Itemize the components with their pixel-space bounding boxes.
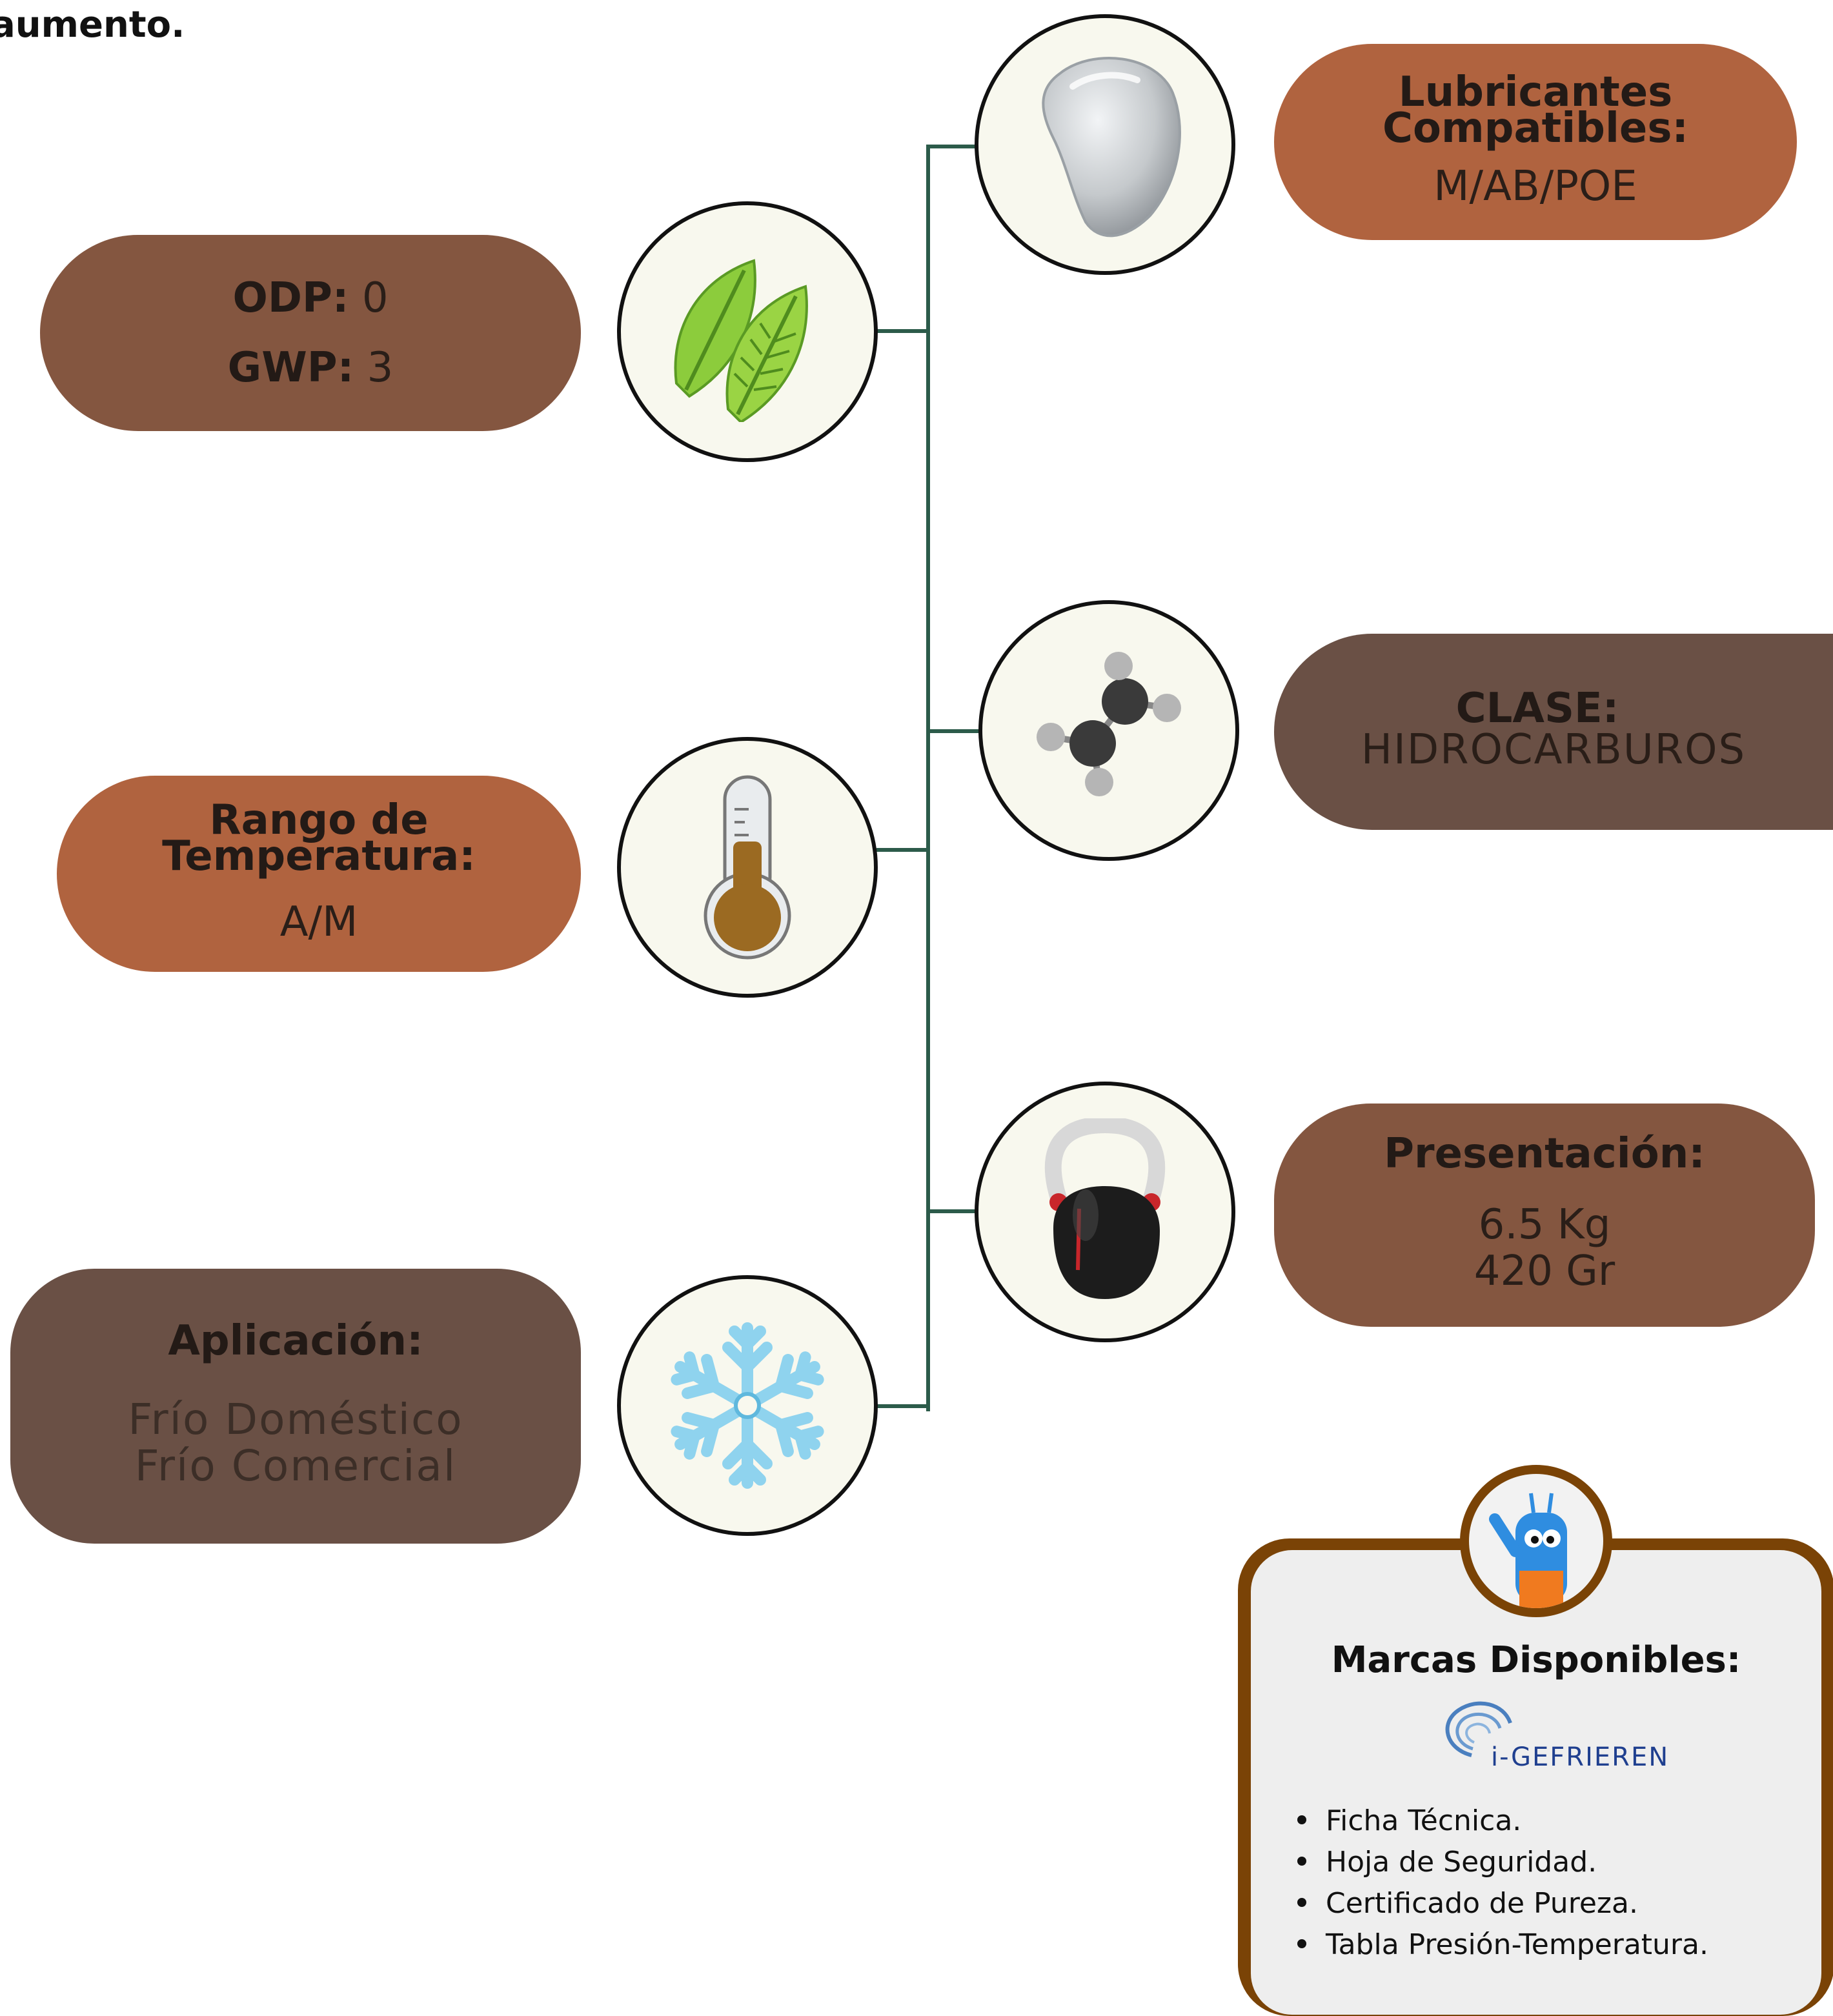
connector-snowflake [876,1404,928,1408]
molecule-icon [1025,647,1193,814]
snowflake-icon [657,1315,838,1496]
connector-trunk [926,145,930,1411]
connector-molecule [926,729,984,733]
connector-oil [926,145,984,148]
odp-line: ODP: 0 [232,263,388,333]
list-item: Hoja de Seguridad. [1297,1842,1708,1883]
temperature-label-1: Rango de [209,796,429,844]
bullet-icon [1297,1815,1306,1824]
list-item: Certificado de Pureza. [1297,1883,1708,1924]
application-value-2: Frío Comercial [134,1441,457,1491]
presentation-value-2: 420 Gr [1473,1247,1615,1295]
molecule-circle [978,600,1239,861]
temperature-pill: Rango de Temperatura: A/M [57,776,581,972]
list-item: Ficha Técnica. [1297,1800,1708,1842]
mascot-avatar [1469,1474,1603,1608]
kettlebell-icon [1028,1118,1182,1305]
class-label: CLASE: [1455,685,1619,732]
kettlebell-circle [975,1082,1235,1342]
thermometer-circle [617,737,878,998]
application-value-1: Frío Doméstico [128,1395,463,1444]
presentation-value-1: 6.5 Kg [1478,1201,1611,1249]
gwp-line: GWP: 3 [228,333,394,403]
odp-value: 0 [361,274,389,322]
brand-logo [1433,1697,1665,1775]
application-pill: Aplicación: Frío Doméstico Frío Comercia… [10,1269,581,1544]
environmental-pill: ODP: 0 GWP: 3 [40,235,581,431]
lubricants-pill: Lubricantes Compatibles: M/AB/POE [1274,44,1797,240]
leaf-circle [617,201,878,462]
oil-drop-circle [975,14,1235,275]
lubricants-value: M/AB/POE [1433,163,1637,210]
gwp-label: GWP: [227,344,354,392]
bullet-icon [1297,1898,1306,1907]
oil-drop-icon [1021,48,1189,241]
header-text: aumento. [0,4,185,46]
presentation-pill: Presentación: 6.5 Kg 420 Gr [1274,1104,1815,1327]
thermometer-icon [689,771,805,964]
connector-thermometer [876,848,928,852]
brands-card [1251,1550,1821,2015]
presentation-label: Presentación: [1384,1130,1705,1178]
brand-swirl-icon [1433,1701,1523,1771]
mascot-icon [1469,1493,1603,1608]
documents-list: Ficha Técnica. Hoja de Seguridad. Certif… [1297,1800,1708,1966]
class-value: HIDROCARBUROS [1361,726,1747,774]
odp-label: ODP: [232,274,349,322]
snowflake-circle [617,1275,878,1536]
lubricants-label-2: Compatibles: [1382,105,1688,152]
list-item: Tabla Presión-Temperatura. [1297,1924,1708,1966]
bullet-icon [1297,1939,1306,1948]
brands-card-title: Marcas Disponibles: [1331,1639,1741,1681]
bullet-icon [1297,1857,1306,1866]
temperature-label-2: Temperatura: [162,832,476,880]
lubricants-label-1: Lubricantes [1398,68,1673,116]
gwp-value: 3 [367,344,394,392]
connector-leaf [876,329,928,333]
leaf-icon [657,241,838,422]
application-label: Aplicación: [168,1317,423,1365]
connector-kettlebell [926,1209,984,1213]
class-pill: CLASE: HIDROCARBUROS [1274,634,1833,830]
brand-name: i-GEFRIEREN [1491,1742,1670,1772]
temperature-value: A/M [279,898,358,946]
